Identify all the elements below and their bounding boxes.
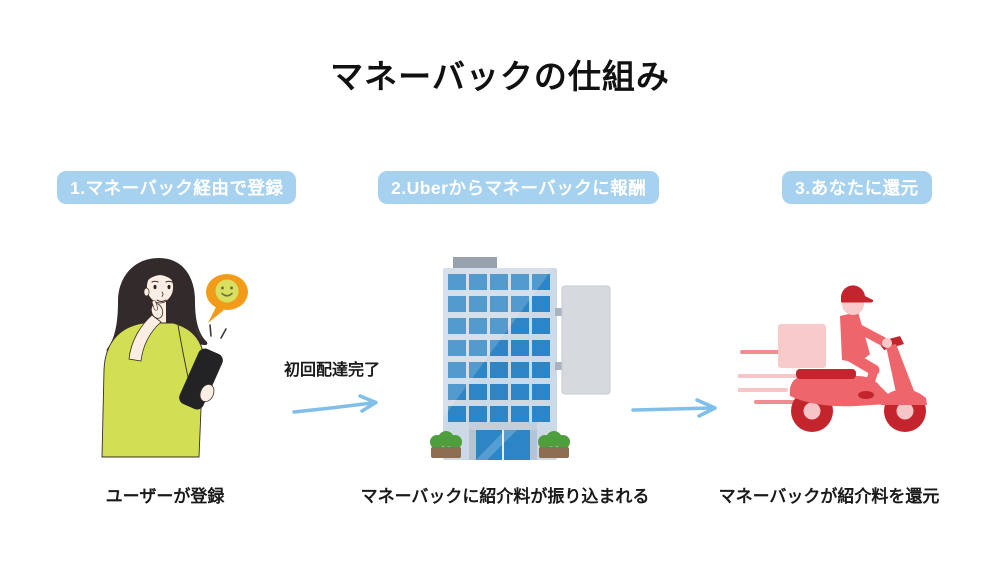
- door-shine: [476, 430, 517, 460]
- entrance-canopy: [469, 422, 537, 430]
- arrow-right-icon-2: [631, 398, 717, 418]
- scooter-illustration: [738, 285, 927, 432]
- eye-right: [167, 284, 171, 290]
- step-badge-3: 3.あなたに還元: [782, 171, 932, 204]
- rooftop: [453, 257, 497, 269]
- smartphone-icon: [179, 348, 223, 410]
- sparkle-lines: [195, 324, 227, 340]
- step-badge-2: 2.Uberからマネーバックに報酬: [378, 171, 660, 204]
- building-illustration: [430, 257, 611, 460]
- hair-fringe: [140, 271, 180, 294]
- rider-cap: [840, 285, 874, 303]
- hand-on-phone: [199, 383, 215, 403]
- nose: [161, 291, 164, 297]
- sign-connector-bottom: [555, 362, 563, 370]
- hand-on-chin: [150, 300, 164, 319]
- rider-hand: [882, 338, 892, 348]
- rider-shoe: [858, 391, 874, 399]
- rider-torso: [840, 312, 870, 362]
- front-shield: [886, 344, 916, 402]
- speed-lines: [738, 350, 798, 404]
- step-caption-3: マネーバックが紹介料を還元: [718, 487, 940, 506]
- delivery-box-icon: [778, 324, 826, 368]
- glass-shine: [443, 268, 553, 418]
- user-illustration: [101, 258, 248, 458]
- arrow-1-label: 初回配達完了: [284, 362, 381, 379]
- sign-connector-top: [555, 308, 563, 316]
- smile: [156, 299, 167, 302]
- rider-arm: [849, 321, 889, 347]
- sign-board-icon: [561, 285, 611, 395]
- building-windows: [448, 274, 553, 428]
- step-badge-1: 1.マネーバック経由で登録: [57, 171, 297, 204]
- step-caption-2: マネーバックに紹介料が振り込まれる: [360, 487, 650, 506]
- rider-thigh: [844, 350, 880, 376]
- bush-left: [430, 431, 462, 458]
- ear: [143, 287, 150, 297]
- page-title: マネーバックの仕組み: [330, 58, 670, 95]
- step-caption-1: ユーザーが登録: [105, 487, 225, 506]
- entrance-pillar-left: [469, 430, 476, 460]
- rider: [840, 285, 892, 399]
- rider-shin: [863, 365, 879, 395]
- speech-bubble-icon: [206, 274, 248, 323]
- brow-left: [151, 280, 159, 283]
- front-fender: [881, 389, 927, 405]
- eye-left: [153, 284, 157, 290]
- entrance-pillar-right: [530, 430, 537, 460]
- brow-right: [165, 280, 173, 283]
- arrow-right-icon-1: [292, 394, 378, 414]
- bush-right: [538, 431, 570, 458]
- seat: [796, 369, 856, 379]
- arm-to-chin: [128, 314, 162, 362]
